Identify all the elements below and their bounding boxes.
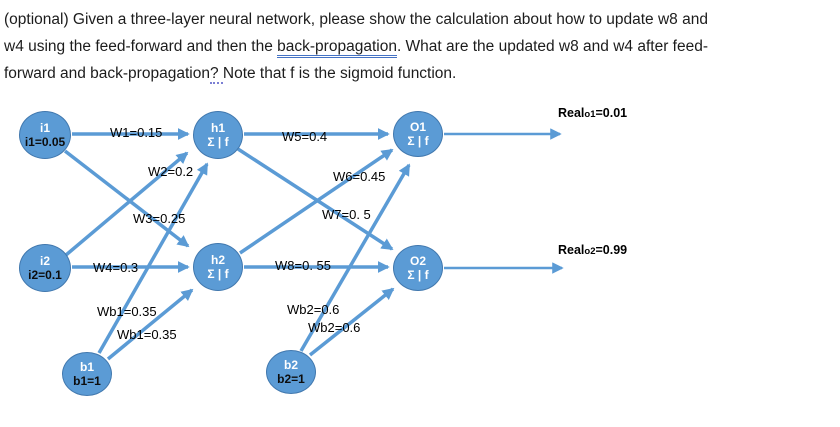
- weight-label-w3: W3=0.25: [133, 211, 186, 226]
- node-O1-label: O1: [409, 120, 426, 134]
- node-O2-sigma-f: Σ | f: [407, 268, 429, 282]
- node-b1-label: b1: [79, 360, 94, 374]
- target-subscript: o1: [584, 109, 596, 120]
- target-prefix: Real: [558, 243, 585, 257]
- weight-label-w8: W8=0. 55: [275, 258, 332, 273]
- edge-b2-O2: [308, 287, 395, 357]
- weight-label-w6: W6=0.45: [333, 169, 386, 184]
- target-label-realo2: Realo2=0.99: [558, 243, 627, 257]
- target-label-realo1: Realo1=0.01: [558, 106, 627, 120]
- weight-label-w4: W4=0.3: [93, 260, 139, 275]
- question-text: Note that f is the sigmoid function.: [222, 65, 457, 82]
- node-b2-value: b2=1: [277, 372, 305, 386]
- grammar-underlined-term: back-propagation: [277, 38, 397, 58]
- node-i2-value: i2=0.1: [28, 268, 62, 282]
- question-text: w4 using the feed-forward and then the: [4, 38, 278, 55]
- node-i1: i1 i1=0.05: [19, 111, 71, 159]
- target-prefix: Real: [558, 106, 585, 120]
- weight-label-wb1-to-h2: Wb1=0.35: [117, 327, 177, 342]
- edge-b1-h2: [106, 288, 194, 361]
- node-b2: b2 b2=1: [266, 350, 316, 394]
- question-line-1: (optional) Given a three-layer neural ne…: [4, 6, 822, 33]
- question-line-3: forward and back-propagation? Note that …: [4, 60, 822, 87]
- edge-b1-h1: [97, 162, 209, 354]
- weight-label-w5: W5=0.4: [282, 129, 328, 144]
- weight-label-wb1-to-h1: Wb1=0.35: [97, 304, 157, 319]
- node-O1-sigma-f: Σ | f: [407, 134, 429, 148]
- node-h1-label: h1: [210, 121, 225, 135]
- node-O2-label: O2: [409, 254, 426, 268]
- node-h2: h2 Σ | f: [193, 243, 243, 291]
- question-text: forward and back-propagation: [4, 65, 210, 82]
- grammar-dotted-mark: ?: [209, 65, 223, 84]
- question-text: . What are the updated w8 and w4 after f…: [396, 38, 708, 55]
- node-h1-sigma-f: Σ | f: [207, 135, 229, 149]
- edge-h2-O1: [239, 148, 394, 255]
- edge-h1-O2: [237, 147, 394, 251]
- node-O2: O2 Σ | f: [393, 245, 443, 291]
- node-b2-label: b2: [283, 358, 298, 372]
- question-text: (optional) Given a three-layer neural ne…: [4, 11, 708, 28]
- weight-label-w1: W1=0.15: [110, 125, 163, 140]
- node-i1-value: i1=0.05: [24, 135, 66, 149]
- node-i2: i2 i2=0.1: [19, 244, 71, 292]
- node-i1-label: i1: [39, 121, 50, 135]
- question-paragraph: (optional) Given a three-layer neural ne…: [4, 6, 822, 87]
- edge-i2-h1: [64, 151, 189, 257]
- node-b1: b1 b1=1: [62, 352, 112, 396]
- node-i2-label: i2: [39, 254, 50, 268]
- node-O1: O1 Σ | f: [393, 111, 443, 157]
- question-line-2: w4 using the feed-forward and then the b…: [4, 33, 822, 60]
- target-subscript: o2: [584, 246, 596, 257]
- edge-b2-O1: [299, 163, 411, 352]
- node-h2-label: h2: [210, 253, 225, 267]
- weight-label-w7: W7=0. 5: [322, 207, 371, 222]
- node-b1-value: b1=1: [73, 374, 101, 388]
- target-value: =0.01: [595, 106, 628, 120]
- node-h1: h1 Σ | f: [193, 111, 243, 159]
- weight-label-wb2-to-O1: Wb2=0.6: [287, 302, 340, 317]
- weight-label-wb2-to-O2: Wb2=0.6: [308, 320, 361, 335]
- target-value: =0.99: [595, 243, 628, 257]
- weight-label-w2: W2=0.2: [148, 164, 194, 179]
- node-h2-sigma-f: Σ | f: [207, 267, 229, 281]
